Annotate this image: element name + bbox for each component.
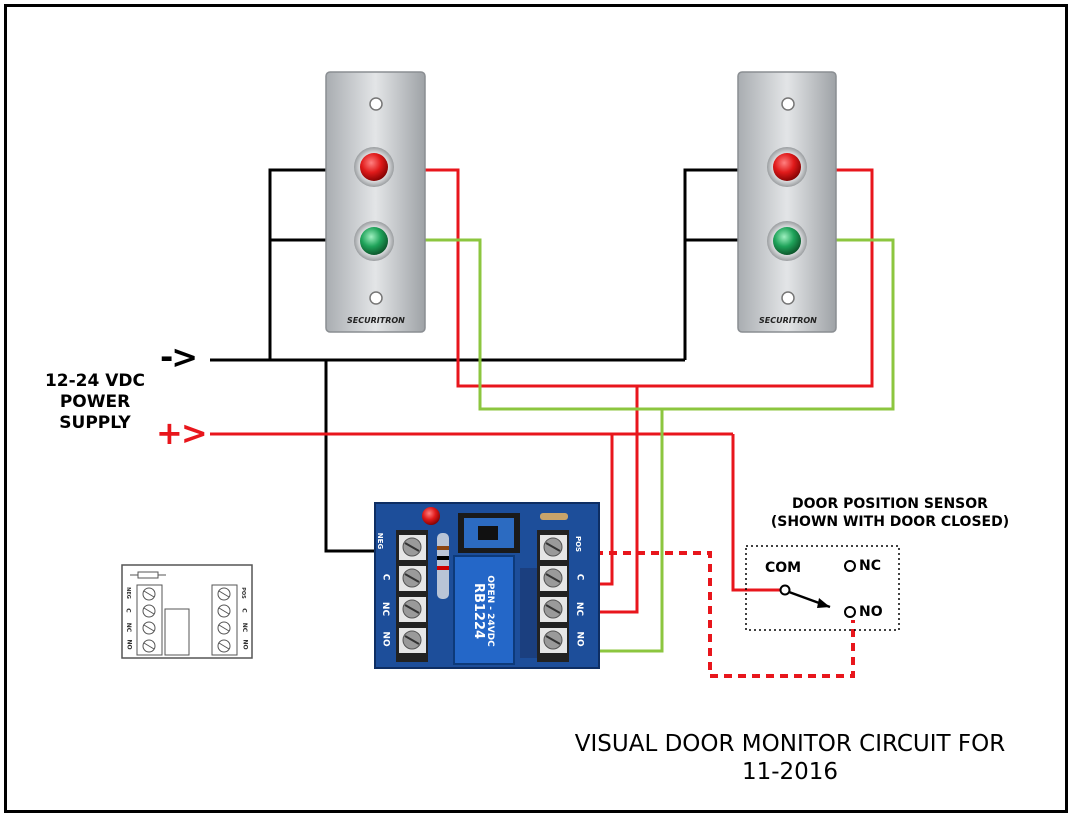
relay-left-label-c: C [380, 573, 391, 581]
led-red-right [773, 153, 801, 181]
led-green-left [360, 227, 388, 255]
sensor-com-label: COM [765, 560, 802, 576]
power-supply-label-line2: POWER [59, 392, 131, 412]
power-supply-label-line3: SUPPLY [59, 413, 131, 433]
legend-right-label-no: NO [241, 639, 249, 650]
relay-label-line2: RB1224 [471, 582, 486, 640]
relay-left-label-neg: NEG [376, 532, 385, 550]
diagram-title-line1: VISUAL DOOR MONITOR CIRCUIT FOR [574, 731, 1006, 757]
diagram-title: VISUAL DOOR MONITOR CIRCUIT FOR 11-2016 [540, 730, 1040, 786]
legend-left-label-neg: NEG [124, 587, 131, 599]
board-legend-schematic [121, 564, 253, 659]
legend-left-label-nc: NC [125, 622, 133, 633]
relay-right-label-nc: NC [574, 601, 585, 617]
legend-left-label-no: NO [125, 639, 133, 650]
legend-right-label-nc: NC [241, 622, 249, 633]
black-wires [210, 168, 740, 553]
panel-left-brand: SECURITRON [347, 316, 405, 325]
legend-left-label-c: C [124, 608, 132, 613]
sensor-com-contact [779, 584, 791, 596]
sensor-no-label: NO [859, 604, 883, 620]
led-red-left [360, 153, 388, 181]
wire-red-panel2 [637, 168, 874, 388]
diagram-title-line2: 11-2016 [741, 759, 839, 785]
power-supply-label: 12-24 VDC POWER SUPPLY [30, 371, 160, 434]
sensor-nc-contact [844, 560, 856, 572]
relay-left-label-nc: NC [380, 601, 391, 617]
relay-right-label-c: C [574, 573, 585, 581]
sensor-no-contact [844, 606, 856, 618]
relay-left-label-no: NO [380, 631, 391, 647]
diagram-frame [4, 4, 1068, 813]
led-green-right [773, 227, 801, 255]
wire-green-panel1 [425, 238, 662, 411]
door-position-sensor [745, 545, 900, 631]
wire-red-to-sensor-com [731, 434, 780, 592]
wire-red-panel1 [425, 168, 637, 388]
panel-right-brand: SECURITRON [759, 316, 817, 325]
board-led [422, 507, 440, 525]
sensor-title-line2: (SHOWN WITH DOOR CLOSED) [770, 514, 1010, 530]
power-supply-label-line1: 12-24 VDC [44, 371, 146, 391]
sensor-nc-label: NC [859, 558, 881, 574]
relay-right-label-pos: POS [574, 535, 583, 553]
positive-terminal-symbol: +> [156, 414, 208, 452]
relay-right-label-no: NO [574, 631, 585, 647]
indicator-panel-right [737, 71, 837, 333]
wire-black-panel1 [268, 168, 328, 360]
wire-black-panel2 [683, 168, 740, 360]
relay-right-terminal-block [537, 530, 569, 662]
sensor-title-line1: DOOR POSITION SENSOR [792, 496, 988, 512]
legend-right-label-pos: POS [239, 587, 246, 599]
relay-label: OPEN - 24VDC RB1224 [471, 573, 495, 649]
indicator-panel-left [325, 71, 426, 333]
legend-right-label-c: C [240, 608, 248, 613]
relay-board [374, 502, 600, 669]
relay-left-terminal-block [396, 530, 428, 662]
negative-terminal-symbol: -> [160, 338, 198, 376]
wire-green-panel2 [662, 238, 895, 411]
sensor-title: DOOR POSITION SENSOR (SHOWN WITH DOOR CL… [740, 495, 1040, 531]
wire-red-dashed-sensor [567, 551, 855, 678]
